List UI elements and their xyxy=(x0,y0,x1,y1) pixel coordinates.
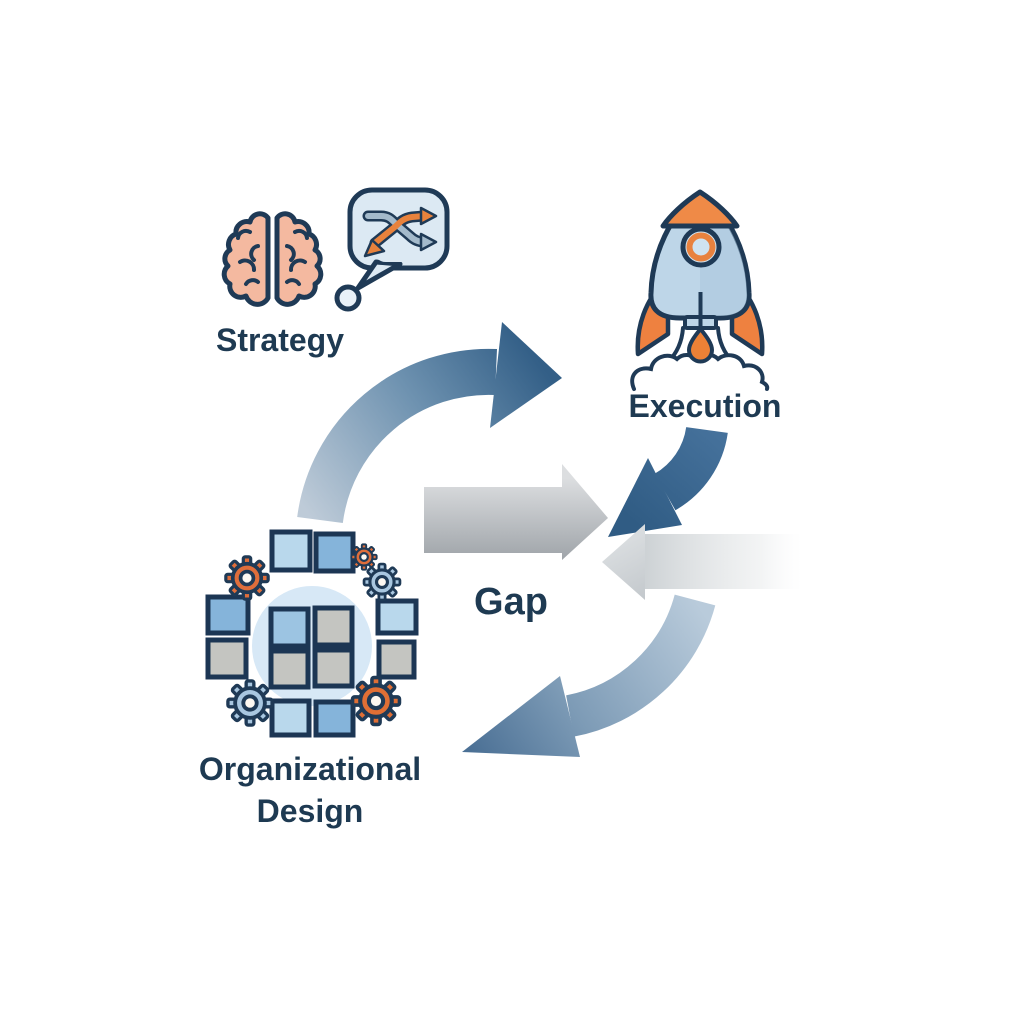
org-structure-icon xyxy=(205,529,419,738)
gear-icon xyxy=(362,562,402,602)
brain-icon xyxy=(221,211,324,307)
gear-icon xyxy=(350,543,378,571)
gray-arrow-left-to-gap xyxy=(602,524,802,600)
execution-label: Execution xyxy=(629,388,782,424)
rocket-icon xyxy=(630,189,770,391)
gear-icon xyxy=(353,678,400,725)
rocket-flame xyxy=(687,327,714,364)
org-design-label-line1: Organizational xyxy=(199,751,421,787)
rocket-nose-cone xyxy=(660,189,740,229)
gear-icon xyxy=(223,555,271,601)
gap-label: Gap xyxy=(474,581,548,623)
curved-arrow-orgdesign-to-execution xyxy=(297,322,562,524)
gear-icon xyxy=(225,678,275,728)
org-design-label-line2: Design xyxy=(257,793,364,829)
curved-arrow-execution-to-orgdesign xyxy=(462,594,716,757)
curved-arrow-execution-to-gap xyxy=(608,426,728,537)
shuffle-glyph xyxy=(362,206,438,258)
thought-bubble-shuffle-icon xyxy=(334,187,450,312)
gray-arrow-right-to-gap xyxy=(424,464,608,560)
strategy-label: Strategy xyxy=(216,322,344,358)
